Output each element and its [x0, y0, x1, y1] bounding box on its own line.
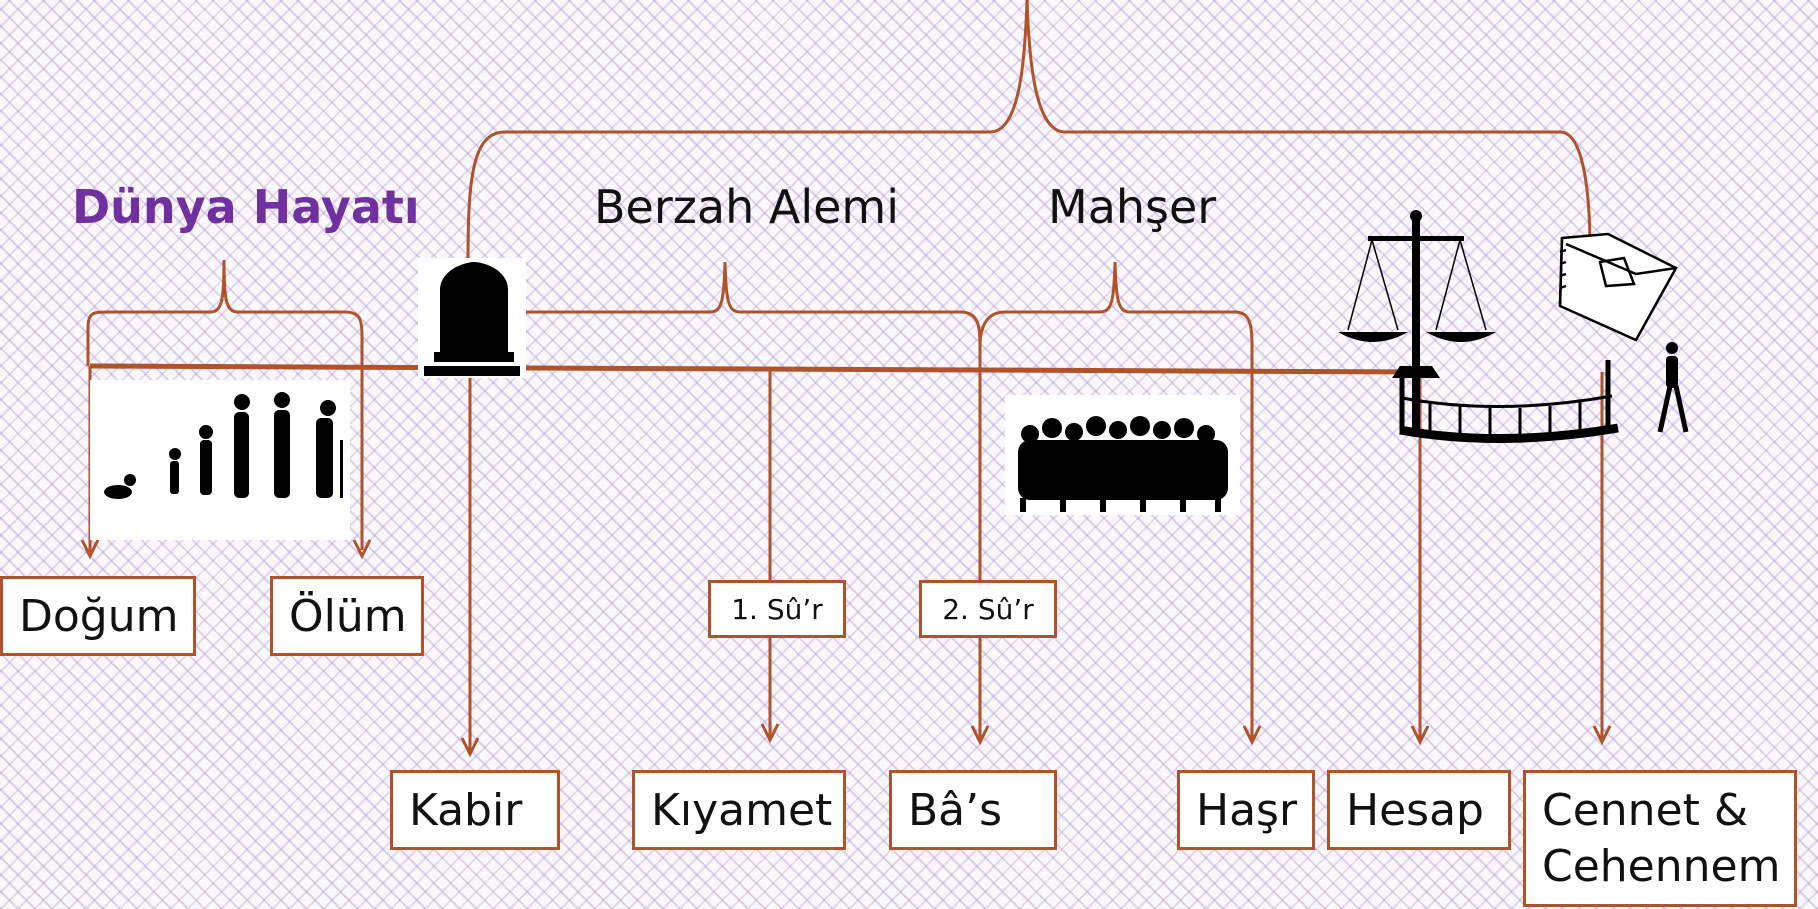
berzah-brace: [468, 261, 982, 372]
tombstone-icon: [418, 258, 526, 378]
sur1-box: 1. Sû’r: [708, 580, 846, 638]
mahser-brace: [978, 261, 1254, 740]
olum-box: Ölüm: [270, 576, 424, 656]
arrow-olum: [352, 539, 372, 560]
bas-box: Bâ’s: [889, 770, 1057, 850]
arrow-hasr: [1242, 725, 1262, 746]
cennet-label: Cennet &: [1542, 784, 1749, 836]
arrow-kabir: [460, 737, 480, 758]
arrow-bas: [970, 725, 990, 746]
top-brace: [466, 0, 1592, 263]
human-evolution-icon: [90, 380, 350, 540]
cehennem-label: Cehennem: [1542, 840, 1781, 892]
cennet-cehennem-box: Cennet & Cehennem: [1523, 770, 1797, 907]
walking-person-icon: [1657, 342, 1689, 433]
berzah-alemi-heading: Berzah Alemi: [594, 180, 900, 234]
mahser-heading: Mahşer: [1048, 180, 1217, 234]
dunya-brace: [86, 259, 364, 550]
sur2-box: 2. Sû’r: [919, 580, 1057, 638]
kabir-box: Kabir: [390, 770, 560, 850]
dogum-box: Doğum: [0, 576, 196, 656]
crowd-icon: [1005, 395, 1240, 515]
arrow-cennet: [1592, 725, 1612, 746]
timeline-line: [89, 363, 1421, 375]
bridge-icon: [1399, 360, 1619, 444]
arrow-kiyamet: [760, 723, 780, 744]
hesap-box: Hesap: [1327, 770, 1511, 850]
hasr-box: Haşr: [1177, 770, 1315, 850]
kiyamet-box: Kıyamet: [632, 770, 846, 850]
dunya-hayati-heading: Dünya Hayatı: [72, 180, 420, 234]
scales-icon: [1338, 210, 1496, 430]
book-icon: [1558, 232, 1678, 342]
arrow-dogum: [80, 539, 100, 560]
arrow-hesap: [1410, 725, 1430, 746]
